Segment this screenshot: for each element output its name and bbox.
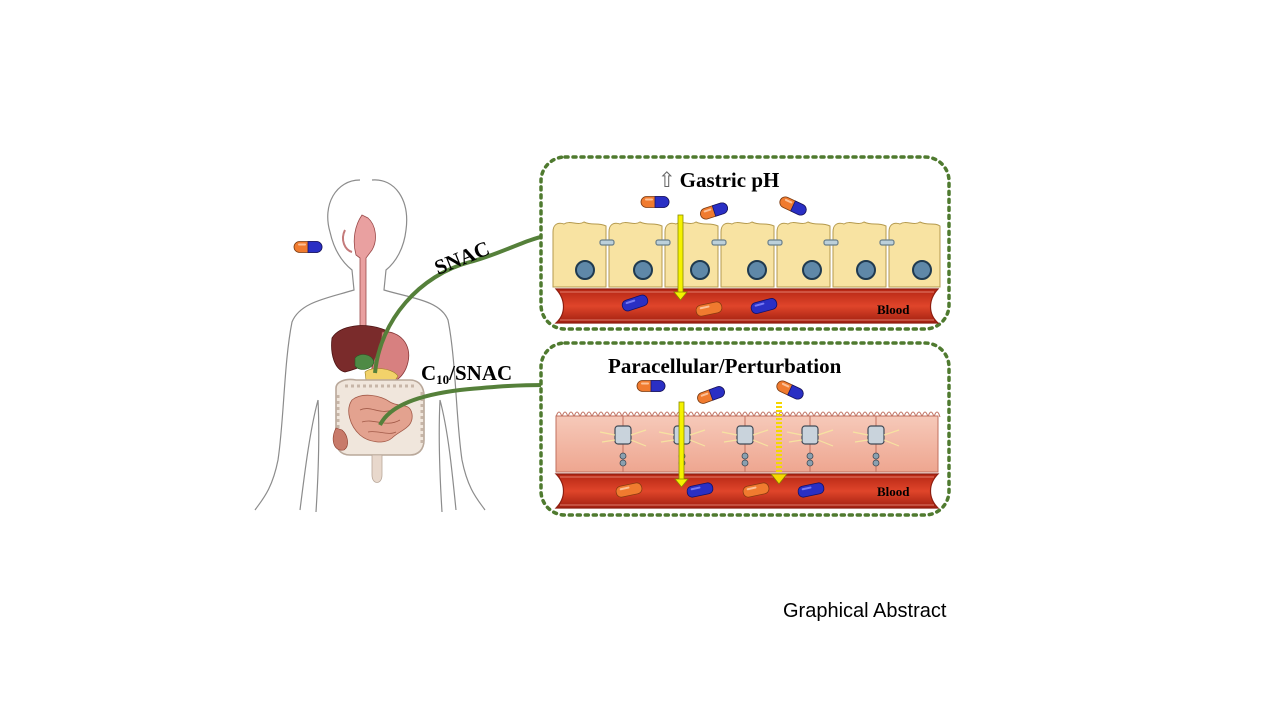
capsule-icon — [636, 380, 666, 392]
esophagus — [353, 214, 376, 331]
human-body-illustration — [254, 179, 486, 513]
paracellular-title: Paracellular/Perturbation — [608, 354, 842, 378]
capsule-icon — [640, 196, 670, 208]
blood-label-top: Blood — [877, 302, 910, 317]
intestine-absorption-panel: Paracellular/Perturbation — [539, 341, 951, 517]
gastric-ph-title: ⇧Gastric pH — [658, 168, 779, 192]
c10-snac-label: C10/SNAC — [421, 361, 512, 387]
blood-vessel-bottom: Blood — [554, 473, 940, 509]
c10-snac-connector-line — [378, 383, 546, 427]
paracellular-arrow-icon — [770, 402, 788, 485]
stomach-absorption-panel: ⇧Gastric pH — [539, 155, 951, 331]
oral-capsule-icon — [293, 241, 323, 253]
transcellular-arrow-icon — [674, 401, 689, 488]
graphical-abstract-caption: Graphical Abstract — [783, 600, 947, 622]
gastric-epithelium — [552, 221, 941, 288]
snac-label: SNAC — [431, 236, 493, 280]
intestinal-epithelium — [555, 411, 941, 473]
blood-label-bottom: Blood — [877, 484, 910, 499]
snac-connector-line — [373, 234, 546, 374]
blood-vessel-top: Blood — [554, 288, 940, 324]
transcellular-arrow-icon — [673, 214, 688, 301]
